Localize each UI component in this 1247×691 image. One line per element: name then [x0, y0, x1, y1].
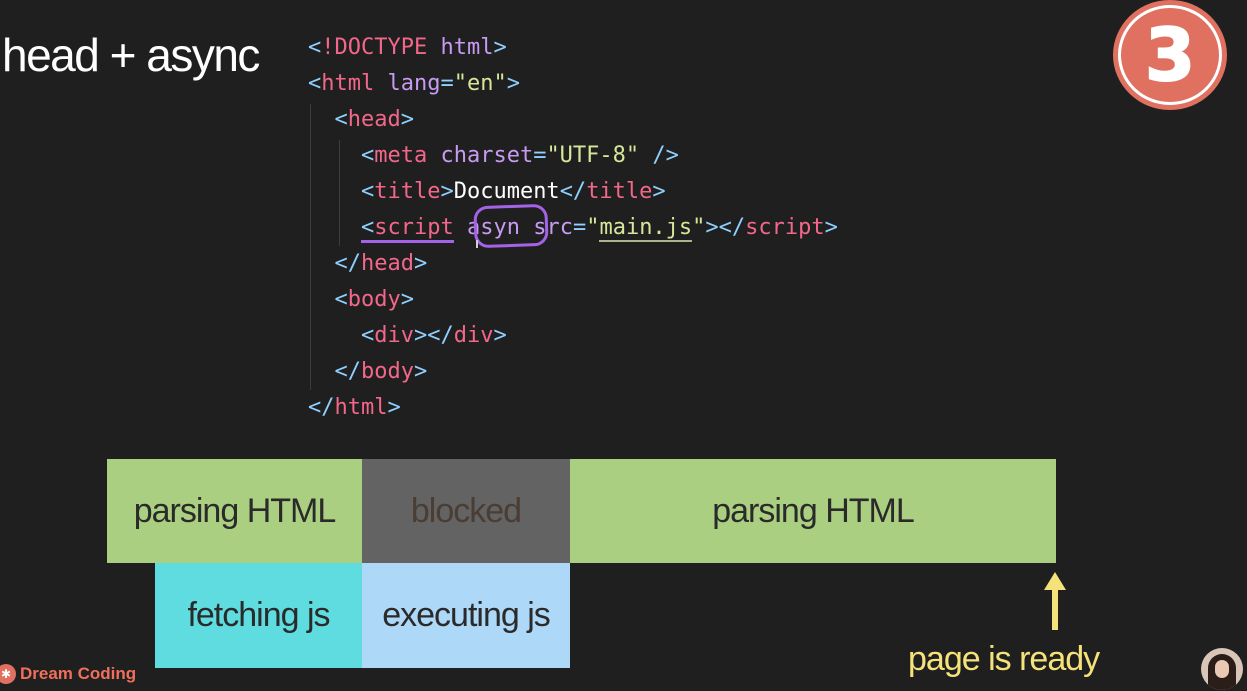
- slide-title: head + async: [2, 29, 260, 81]
- code-line-div: <div></div>: [360, 323, 507, 348]
- channel-branding: ✱ Dream Coding: [0, 661, 136, 687]
- async-attribute: asyn: [466, 215, 520, 240]
- react-icon: ✱: [0, 664, 16, 684]
- code-line-head-close: </head>: [334, 251, 428, 276]
- timeline-parsing-html-1: parsing HTML: [107, 459, 362, 563]
- code-line-meta: <meta charset="UTF-8" />: [360, 143, 679, 168]
- code-line-title: <title>Document</title>: [360, 179, 666, 204]
- timeline-parsing-html-2: parsing HTML: [570, 459, 1056, 563]
- presenter-avatar: [1201, 648, 1243, 690]
- code-line-html-close: </html>: [308, 395, 401, 420]
- code-line-script: <script asyn src="main.js"></script>: [308, 210, 838, 246]
- code-line-body-close: </body>: [334, 359, 428, 384]
- timeline-executing-js: executing js: [362, 563, 570, 668]
- mouse-cursor-icon: [476, 240, 484, 248]
- code-line-body-open: <body>: [334, 287, 414, 312]
- src-underline: main.js: [599, 215, 693, 242]
- indent-guide: [310, 104, 311, 390]
- timeline-blocked: blocked: [362, 459, 570, 563]
- async-highlight-circle: [473, 203, 549, 249]
- code-block: <!DOCTYPE html> <html lang="en"> <head> …: [308, 30, 838, 426]
- step-number: 3: [1144, 13, 1196, 97]
- script-tag-underline: <script: [360, 215, 454, 243]
- indent-guide: [339, 140, 340, 246]
- code-line-head-open: <head>: [334, 107, 414, 132]
- arrow-up-icon: [1044, 572, 1066, 630]
- code-line-doctype: <!DOCTYPE html>: [308, 35, 507, 60]
- page-ready-label: page is ready: [908, 640, 1100, 678]
- step-number-badge: 3: [1113, 0, 1227, 110]
- code-line-html-open: <html lang="en">: [308, 71, 520, 96]
- channel-name: Dream Coding: [20, 664, 137, 683]
- timeline-fetching-js: fetching js: [155, 563, 362, 668]
